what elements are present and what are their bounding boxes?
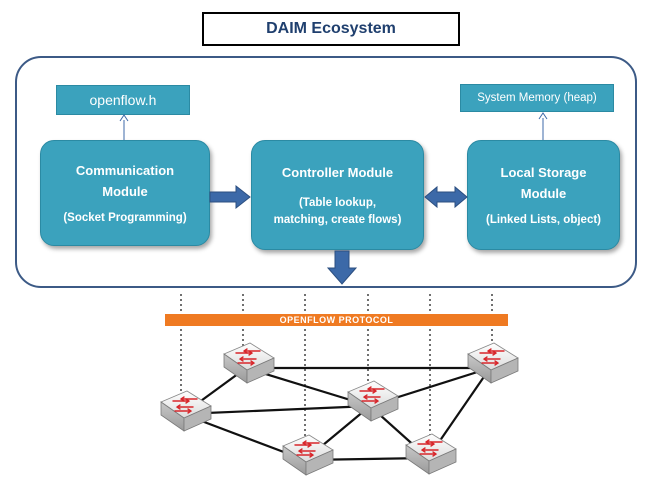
controller-module-title: Controller Module <box>281 164 394 180</box>
communication-module-detail: (Socket Programming) <box>63 211 187 224</box>
comm-to-controller-arrow <box>209 184 251 210</box>
network-switch-icon <box>405 433 457 475</box>
openflow-h-box: openflow.h <box>56 85 190 115</box>
network-switch-icon <box>467 342 519 384</box>
controller-module-detail-line2: matching, create flows) <box>273 213 402 226</box>
network-switch-icon <box>160 390 212 432</box>
local-storage-module-detail: (Linked Lists, object) <box>485 213 601 226</box>
local-storage-module-title-line2: Module <box>520 185 567 201</box>
memory-arrowhead <box>538 112 548 120</box>
communication-module-title-line1: Communication <box>75 162 175 178</box>
network-link <box>182 404 371 416</box>
controller-storage-double-arrow <box>424 185 468 209</box>
controller-module-detail-line1: (Table lookup, <box>298 196 377 209</box>
network-switch-icon <box>282 434 334 476</box>
network-switch-icon <box>223 342 275 384</box>
local-storage-module: Local Storage Module (Linked Lists, obje… <box>467 140 620 250</box>
diagram-title: DAIM Ecosystem <box>202 12 460 46</box>
network-switch-icon <box>347 380 399 422</box>
daim-ecosystem-frame <box>15 56 637 288</box>
openflow-protocol-bar: OPENFLOW PROTOCOL <box>165 314 508 326</box>
communication-module: Communication Module (Socket Programming… <box>40 140 210 246</box>
controller-down-arrow <box>326 250 358 285</box>
system-memory-box: System Memory (heap) <box>460 84 614 112</box>
local-storage-module-title-line1: Local Storage <box>500 164 587 180</box>
communication-module-title-line2: Module <box>102 183 148 199</box>
controller-module: Controller Module (Table lookup, matchin… <box>251 140 424 250</box>
openflow-h-arrowhead <box>119 114 129 122</box>
